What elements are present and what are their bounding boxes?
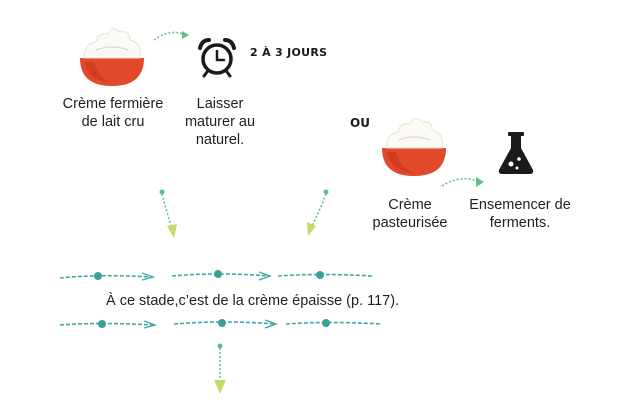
- mature-label-line2: maturer au: [184, 114, 256, 130]
- raw-cream-label-line1: Crème fermière: [62, 96, 164, 112]
- ferments-label: Ensemencer de ferments.: [460, 196, 580, 232]
- result-note: À ce stade,c’est de la crème épaisse (p.…: [106, 293, 400, 309]
- raw-cream-label: Crème fermière de lait cru: [48, 95, 178, 131]
- raw-cream-label-line2: de lait cru: [81, 114, 145, 130]
- arrow-down-right: [307, 189, 329, 236]
- ferments-label-line1: Ensemencer de: [469, 197, 571, 213]
- arrow-to-ferments: [441, 177, 484, 187]
- decorative-line-top: [59, 270, 373, 281]
- pasteurized-cream-label: Crème pasteurisée: [356, 196, 464, 232]
- cream-bowl-icon: [382, 118, 446, 176]
- alarm-clock-icon: [198, 38, 236, 78]
- decorative-line-bottom: [59, 319, 383, 329]
- arrow-to-mature: [153, 31, 189, 41]
- mature-label-line3: naturel.: [195, 132, 245, 148]
- duration-label: 2 À 3 JOURS: [250, 46, 328, 59]
- pasteurized-cream-label-line2: pasteurisée: [372, 215, 448, 231]
- arrow-down-left: [159, 189, 177, 238]
- mature-label: Laisser maturer au naturel.: [168, 95, 272, 149]
- arrow-down-final: [214, 343, 226, 394]
- cream-bowl-icon: [80, 28, 144, 86]
- mature-label-line1: Laisser: [196, 96, 244, 112]
- or-separator: OU: [350, 116, 370, 130]
- ferments-label-line2: ferments.: [489, 215, 551, 231]
- pasteurized-cream-label-line1: Crème: [388, 197, 432, 213]
- lab-flask-icon: [498, 132, 534, 174]
